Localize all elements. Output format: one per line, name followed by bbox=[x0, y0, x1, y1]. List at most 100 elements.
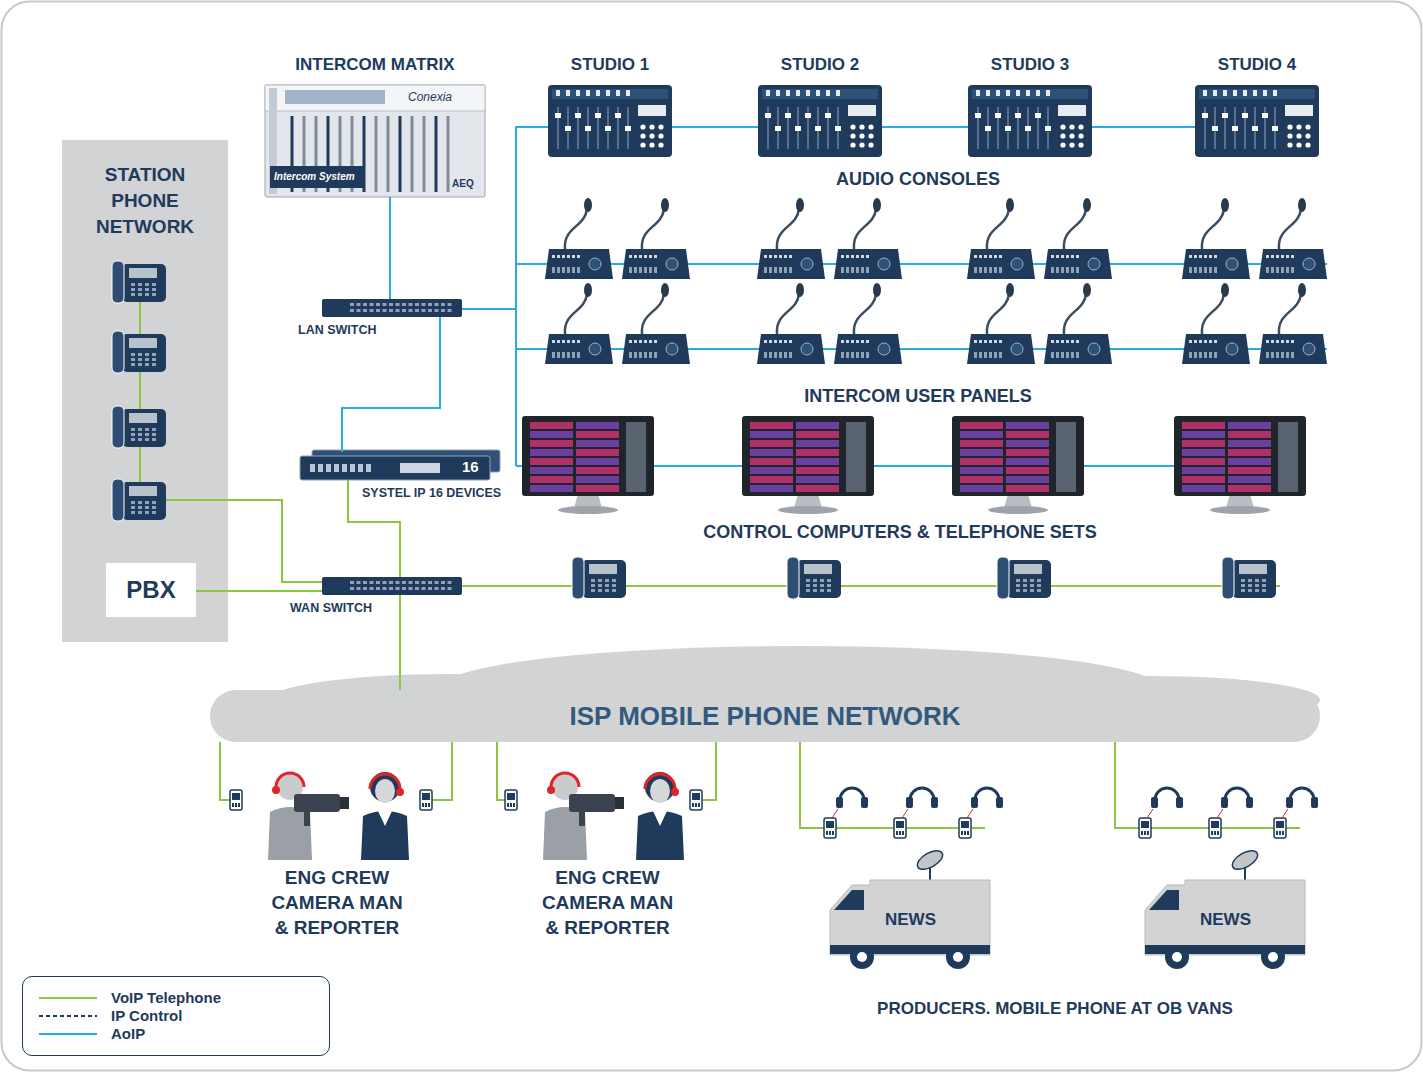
legend-row: AoIP bbox=[39, 1025, 329, 1043]
mobile-phone bbox=[422, 793, 430, 800]
audio-console bbox=[1213, 90, 1217, 96]
intercom-user-panel bbox=[666, 343, 678, 355]
brand-label: AEQ bbox=[452, 178, 474, 190]
audio-console bbox=[762, 89, 878, 99]
intercom-user-panel bbox=[639, 340, 642, 343]
audio-console bbox=[1263, 90, 1267, 96]
intercom-user-panel bbox=[1182, 198, 1250, 279]
intercom-user-panel bbox=[1286, 352, 1289, 358]
desk-telephone bbox=[152, 511, 156, 514]
headset bbox=[1290, 788, 1314, 800]
wan-switch-device bbox=[389, 581, 393, 584]
desk-telephone bbox=[827, 579, 831, 582]
control-computer bbox=[960, 467, 1003, 474]
desk-telephone bbox=[152, 288, 156, 291]
intercom-user-panel bbox=[1199, 255, 1202, 258]
desk-telephone bbox=[804, 564, 832, 574]
desk-telephone bbox=[820, 584, 824, 587]
intercom-user-panel bbox=[649, 267, 652, 273]
mobile-phone bbox=[232, 793, 240, 800]
node-label: PBX bbox=[126, 576, 175, 604]
audio-console bbox=[995, 113, 1001, 118]
lan-switch-device bbox=[428, 303, 432, 306]
phone-network-band bbox=[62, 140, 228, 642]
intercom-user-panel bbox=[622, 334, 690, 364]
intercom-user-panel bbox=[774, 255, 777, 258]
wan-switch-device bbox=[322, 577, 462, 595]
audio-console bbox=[975, 113, 981, 118]
intercom-matrix-frame bbox=[265, 85, 485, 111]
ob-van bbox=[1165, 945, 1189, 969]
systel-device bbox=[366, 464, 371, 472]
intercom-user-panel bbox=[1066, 267, 1069, 273]
mobile-phone bbox=[1211, 821, 1219, 828]
network-link bbox=[399, 595, 401, 690]
lan-switch-device bbox=[396, 303, 400, 306]
audio-console bbox=[796, 90, 800, 96]
desk-telephone bbox=[1030, 589, 1034, 592]
desk-telephone bbox=[813, 579, 817, 582]
control-computer bbox=[1228, 476, 1271, 483]
desk-telephone bbox=[145, 433, 149, 436]
lan-switch-device bbox=[402, 303, 406, 306]
intercom-user-panel bbox=[661, 283, 669, 297]
camera-man-figure bbox=[615, 797, 624, 809]
audio-console bbox=[548, 85, 672, 157]
control-computer bbox=[960, 422, 1003, 429]
intercom-user-panel bbox=[994, 267, 997, 273]
desk-telephone bbox=[1255, 589, 1259, 592]
headset bbox=[967, 809, 973, 818]
intercom-user-panel bbox=[622, 198, 690, 279]
camera-man-figure bbox=[268, 773, 349, 860]
control-computer bbox=[530, 485, 573, 492]
intercom-user-panel bbox=[984, 267, 987, 273]
control-computer bbox=[1056, 422, 1076, 492]
desk-telephone bbox=[112, 406, 166, 448]
control-computer bbox=[750, 449, 793, 456]
desk-telephone bbox=[1023, 584, 1027, 587]
wan-switch-device bbox=[402, 581, 406, 584]
mobile-phone bbox=[824, 818, 836, 838]
audio-console bbox=[1025, 126, 1031, 131]
audio-console bbox=[1006, 90, 1010, 96]
wan-switch-device bbox=[415, 581, 419, 584]
lan-switch-device bbox=[357, 303, 361, 306]
intercom-user-panel bbox=[1214, 255, 1217, 258]
headset bbox=[1217, 809, 1223, 818]
reporter-figure bbox=[361, 811, 409, 860]
camera-man-figure bbox=[340, 797, 349, 809]
intercom-user-panel bbox=[1182, 334, 1250, 364]
intercom-user-panel bbox=[1076, 340, 1079, 343]
control-computer bbox=[576, 458, 619, 465]
audio-console bbox=[1005, 126, 1011, 131]
intercom-user-panel bbox=[1061, 267, 1064, 273]
intercom-user-panel bbox=[1076, 352, 1079, 358]
desk-telephone bbox=[1239, 564, 1267, 574]
headset bbox=[1155, 788, 1179, 800]
intercom-user-panel bbox=[834, 198, 902, 279]
systel-device bbox=[326, 464, 331, 472]
network-link bbox=[219, 742, 221, 760]
layout-wire bbox=[139, 282, 141, 500]
camera-man-figure bbox=[268, 807, 312, 860]
intercom-user-panel bbox=[846, 267, 849, 273]
desk-telephone bbox=[1030, 579, 1034, 582]
intercom-user-panel bbox=[1281, 340, 1284, 343]
intercom-user-panel bbox=[1044, 198, 1112, 279]
camera-man-figure bbox=[547, 786, 555, 794]
desk-telephone bbox=[1023, 579, 1027, 582]
mobile-phone bbox=[1141, 831, 1143, 835]
audio-console bbox=[1036, 90, 1040, 96]
mobile-phone bbox=[1144, 831, 1146, 835]
intercom-user-panel bbox=[1189, 267, 1192, 273]
lan-switch-device bbox=[376, 303, 380, 306]
ob-van bbox=[1145, 880, 1305, 955]
mobile-phone bbox=[1211, 831, 1213, 835]
legend-line-sample bbox=[39, 997, 97, 999]
camera-man-figure bbox=[543, 807, 587, 860]
control-computer bbox=[576, 440, 619, 447]
intercom-user-panel bbox=[851, 340, 854, 343]
mobile-phone bbox=[1276, 831, 1278, 835]
desk-telephone bbox=[1007, 560, 1051, 598]
intercom-user-panel bbox=[1064, 209, 1086, 249]
